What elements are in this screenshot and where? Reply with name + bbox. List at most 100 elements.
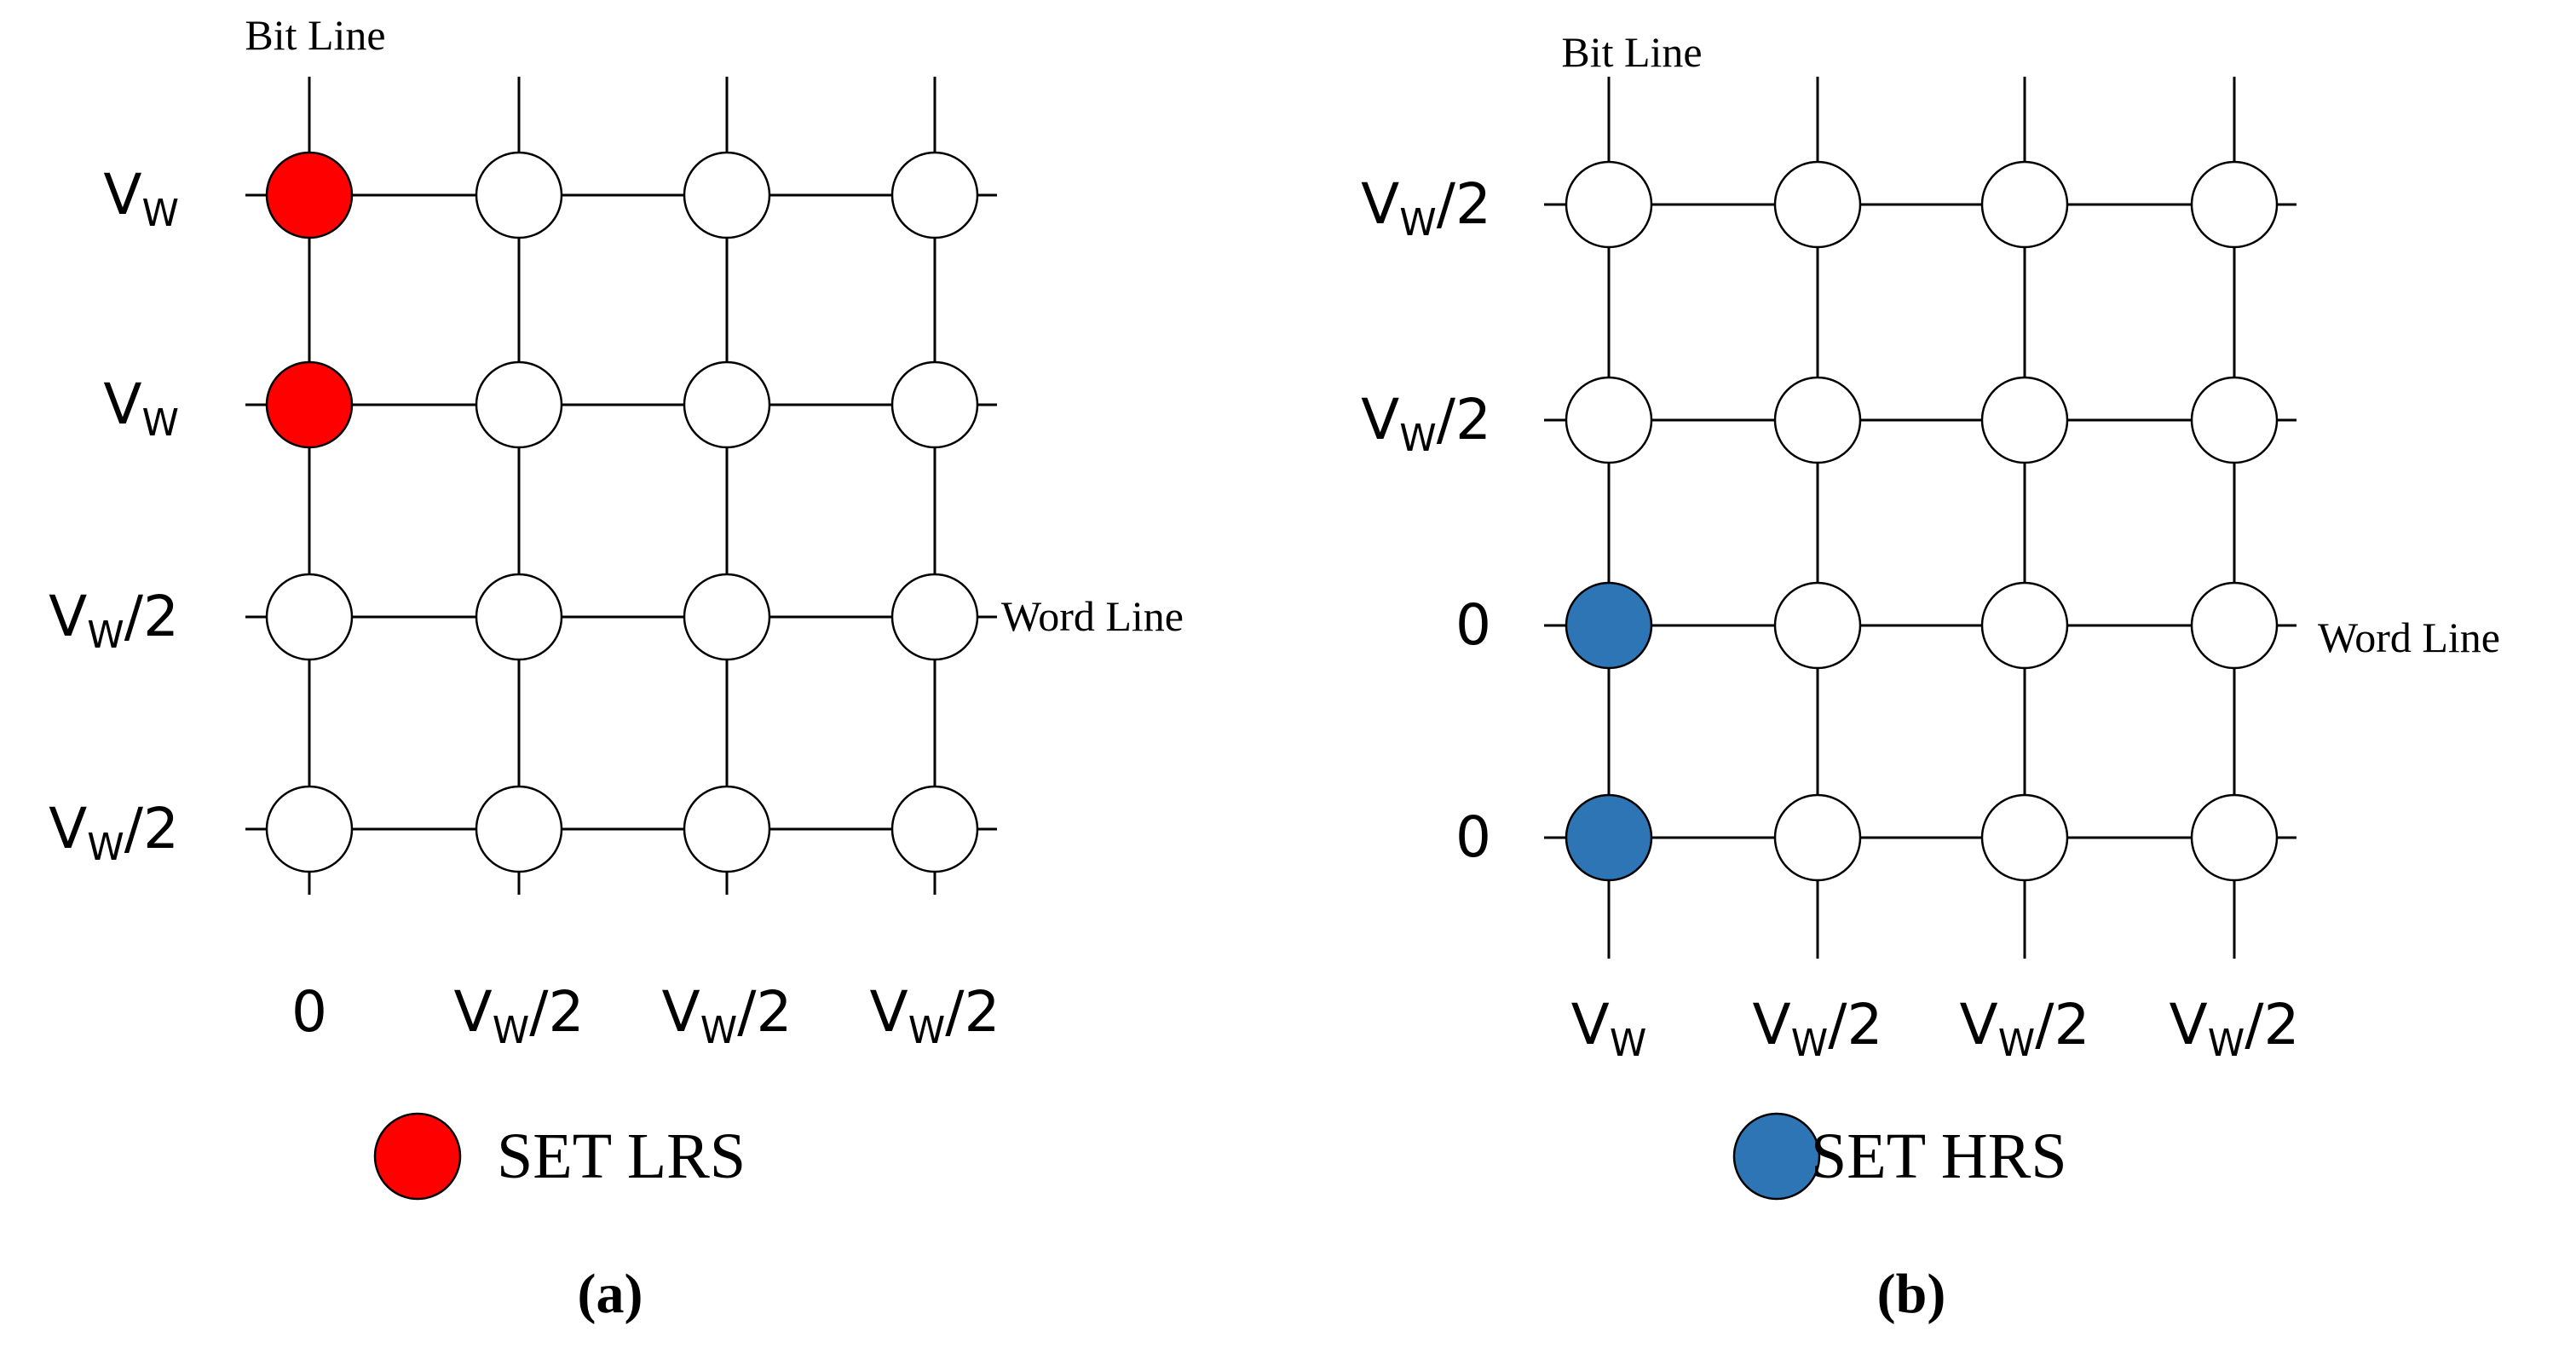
panel-caption: (b) — [1877, 1263, 1946, 1325]
column-voltage-label-4-suffix: /2 — [945, 979, 1000, 1045]
row-voltage-label-2-subscript: W — [1399, 417, 1437, 460]
row-voltage-label-2: VW/2 — [1361, 387, 1491, 460]
memory-cell-r2c2 — [1773, 376, 1862, 464]
word-line-label: Word Line — [2318, 614, 2500, 661]
row-voltage-label-1-subscript: W — [141, 192, 179, 235]
legend-marker — [1732, 1112, 1821, 1201]
column-voltage-label-2: VW/2 — [454, 979, 585, 1052]
memory-cell-r1c3 — [683, 151, 771, 239]
memory-cell-r3c4 — [2190, 581, 2279, 670]
memory-cell-r2c4 — [890, 360, 979, 449]
column-voltage-label-4-subscript: W — [908, 1009, 946, 1052]
column-voltage-label-1: VW — [1571, 992, 1647, 1065]
row-voltage-label-4-suffix: /2 — [124, 796, 179, 861]
row-voltage-label-2-subscript: W — [141, 401, 179, 445]
column-voltage-label-4-suffix: /2 — [2245, 992, 2299, 1057]
memory-cell-r4c3 — [683, 785, 771, 873]
row-voltage-label-1-symbol: V — [1361, 171, 1399, 237]
legend-label: SET HRS — [1811, 1121, 2067, 1192]
memory-cell-r1c4 — [890, 151, 979, 239]
row-voltage-label-3-symbol: V — [49, 584, 87, 649]
selected-cell-r3c1 — [1565, 581, 1653, 670]
column-voltage-label-3-subscript: W — [1998, 1022, 2036, 1065]
row-voltage-label-2-symbol: V — [1361, 387, 1399, 452]
column-voltage-label-3-subscript: W — [700, 1009, 738, 1052]
bit-line-label: Bit Line — [1561, 28, 1702, 76]
row-voltage-label-1: VW — [103, 162, 179, 235]
memory-cell-r1c3 — [1980, 160, 2069, 249]
column-voltage-label-3: VW/2 — [662, 979, 792, 1052]
column-voltage-label-1-symbol: V — [1571, 992, 1610, 1057]
column-voltage-label-2-subscript: W — [1791, 1022, 1829, 1065]
selected-cell-r2c1 — [265, 360, 354, 449]
memory-cell-r3c2 — [475, 573, 563, 661]
selected-cell-r1c1 — [265, 151, 354, 239]
column-voltage-label-3: VW/2 — [1960, 992, 2090, 1065]
memory-cell-r4c1 — [265, 785, 354, 873]
column-voltage-label-4: VW/2 — [870, 979, 1000, 1052]
row-voltage-label-1-symbol: V — [103, 162, 141, 228]
memory-cell-r2c3 — [1980, 376, 2069, 464]
column-voltage-label-4: VW/2 — [2170, 992, 2300, 1065]
row-voltage-label-2: VW — [103, 372, 179, 445]
column-voltage-label-3-suffix: /2 — [737, 979, 792, 1045]
legend-label: SET LRS — [497, 1121, 746, 1192]
memory-cell-r4c4 — [890, 785, 979, 873]
column-voltage-label-3-symbol: V — [1960, 992, 1998, 1057]
row-voltage-label-3: VW/2 — [49, 584, 179, 657]
row-voltage-label-2-suffix: /2 — [1437, 387, 1491, 452]
legend-marker — [373, 1112, 462, 1201]
row-voltage-label-3-suffix: /2 — [124, 584, 179, 649]
memory-cell-r3c3 — [683, 573, 771, 661]
word-line-label: Word Line — [1001, 592, 1184, 640]
column-voltage-label-4-symbol: V — [870, 979, 908, 1045]
memory-cell-r4c4 — [2190, 793, 2279, 882]
row-voltage-label-1-suffix: /2 — [1437, 171, 1491, 237]
selected-cell-r4c1 — [1565, 793, 1653, 882]
memory-cell-r4c3 — [1980, 793, 2069, 882]
memory-cell-r3c3 — [1980, 581, 2069, 670]
memory-cell-r3c2 — [1773, 581, 1862, 670]
memory-cell-r4c2 — [1773, 793, 1862, 882]
column-voltage-label-4-subscript: W — [2208, 1022, 2245, 1065]
row-voltage-label-1-subscript: W — [1399, 201, 1437, 245]
column-voltage-label-2-suffix: /2 — [1828, 992, 1882, 1057]
column-voltage-label-2: VW/2 — [1753, 992, 1883, 1065]
row-voltage-label-3-symbol: 0 — [1455, 592, 1491, 658]
memory-cell-r2c3 — [683, 360, 771, 449]
memory-cell-r1c2 — [1773, 160, 1862, 249]
row-voltage-label-4: VW/2 — [49, 796, 179, 869]
row-voltage-label-4-symbol: V — [49, 796, 87, 861]
row-voltage-label-4: 0 — [1455, 804, 1491, 870]
memory-cell-r1c4 — [2190, 160, 2279, 249]
column-voltage-label-1-subscript: W — [1610, 1022, 1647, 1065]
column-voltage-label-3-symbol: V — [662, 979, 700, 1045]
row-voltage-label-3-subscript: W — [87, 614, 124, 657]
memory-cell-r4c2 — [475, 785, 563, 873]
panel-caption: (a) — [578, 1263, 643, 1325]
column-voltage-label-2-subscript: W — [493, 1009, 530, 1052]
row-voltage-label-4-symbol: 0 — [1455, 804, 1491, 870]
memory-cell-r2c2 — [475, 360, 563, 449]
column-voltage-label-2-symbol: V — [1753, 992, 1791, 1057]
row-voltage-label-2-symbol: V — [103, 372, 141, 437]
column-voltage-label-3-suffix: /2 — [2035, 992, 2089, 1057]
column-voltage-label-2-suffix: /2 — [529, 979, 584, 1045]
row-voltage-label-4-subscript: W — [87, 826, 124, 869]
memory-cell-r1c2 — [475, 151, 563, 239]
memory-cell-r3c4 — [890, 573, 979, 661]
column-voltage-label-2-symbol: V — [454, 979, 493, 1045]
memory-cell-r1c1 — [1565, 160, 1653, 249]
memory-cell-r3c1 — [265, 573, 354, 661]
column-voltage-label-1-symbol: 0 — [291, 979, 327, 1045]
memory-cell-r2c1 — [1565, 376, 1653, 464]
column-voltage-label-4-symbol: V — [2170, 992, 2208, 1057]
row-voltage-label-3: 0 — [1455, 592, 1491, 658]
column-voltage-label-1: 0 — [291, 979, 327, 1045]
row-voltage-label-1: VW/2 — [1361, 171, 1491, 245]
memory-cell-r2c4 — [2190, 376, 2279, 464]
bit-line-label: Bit Line — [245, 11, 385, 59]
